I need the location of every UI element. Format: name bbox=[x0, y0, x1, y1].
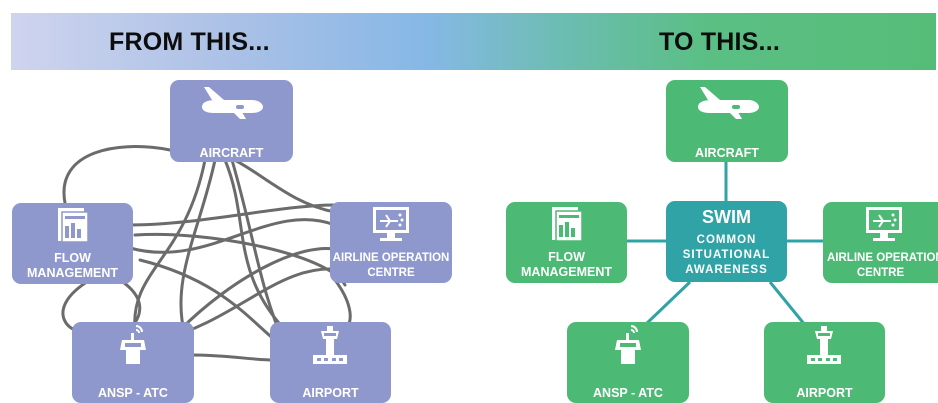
document-chart-icon bbox=[58, 208, 89, 243]
left-aoc-label-2: CENTRE bbox=[367, 267, 415, 279]
tangle-line bbox=[178, 247, 342, 332]
tangle-line bbox=[179, 158, 217, 337]
swim-node: SWIM COMMON SITUATIONAL AWARENESS bbox=[666, 201, 787, 282]
document-chart-icon bbox=[552, 207, 583, 242]
tangle-line bbox=[128, 218, 337, 254]
tangle-line bbox=[62, 145, 172, 205]
right-airport-node: AIRPORT bbox=[764, 322, 885, 403]
right-title: TO THIS... bbox=[659, 28, 780, 56]
right-aoc-label-2: CENTRE bbox=[856, 267, 905, 279]
left-ansp-node: ANSP - ATC bbox=[72, 322, 194, 403]
left-flow-label-2: MANAGEMENT bbox=[27, 266, 118, 280]
tangle-line bbox=[128, 203, 337, 227]
airplane-icon bbox=[202, 87, 263, 119]
tangle-line bbox=[188, 353, 277, 362]
right-aoc-label-1: AIRLINE OPERATION bbox=[827, 252, 938, 264]
left-airport-node: AIRPORT bbox=[270, 322, 391, 403]
control-tower-radar-icon bbox=[615, 325, 641, 364]
right-airport-label: AIRPORT bbox=[796, 386, 853, 400]
left-aircraft-node: AIRCRAFT bbox=[170, 80, 293, 162]
hub-line-ansp bbox=[643, 280, 692, 327]
left-airport-label: AIRPORT bbox=[302, 386, 359, 400]
swim-line-1: COMMON bbox=[696, 234, 757, 246]
right-flow-label-2: MANAGEMENT bbox=[521, 265, 612, 279]
airplane-icon bbox=[698, 87, 759, 119]
swim-line-2: SITUATIONAL bbox=[682, 249, 771, 261]
left-flow-label-1: FLOW bbox=[54, 251, 91, 265]
left-aoc-label-1: AIRLINE OPERATION bbox=[332, 252, 450, 264]
left-ansp-label: ANSP - ATC bbox=[98, 386, 168, 400]
airport-tower-icon bbox=[313, 326, 347, 364]
left-aircraft-label: AIRCRAFT bbox=[199, 146, 264, 160]
tangle-line bbox=[138, 258, 277, 342]
right-aircraft-label: AIRCRAFT bbox=[695, 146, 759, 160]
monitor-icon bbox=[373, 207, 409, 241]
monitor-icon bbox=[866, 207, 902, 241]
right-aircraft-node: AIRCRAFT bbox=[666, 80, 788, 162]
header-banner bbox=[11, 13, 936, 70]
right-ansp-label: ANSP - ATC bbox=[593, 386, 663, 400]
tangle-line bbox=[133, 158, 207, 332]
airport-tower-icon bbox=[807, 326, 841, 364]
left-aoc-node: AIRLINE OPERATION CENTRE bbox=[330, 202, 452, 283]
left-flow-node: FLOW MANAGEMENT bbox=[12, 203, 133, 284]
left-title: FROM THIS... bbox=[109, 28, 270, 56]
swim-title: SWIM bbox=[702, 207, 751, 227]
tangle-line bbox=[133, 232, 347, 287]
right-aoc-node: AIRLINE OPERATION CENTRE bbox=[823, 202, 938, 283]
swim-line-3: AWARENESS bbox=[685, 264, 768, 276]
right-flow-label-1: FLOW bbox=[548, 250, 585, 264]
right-flow-node: FLOW MANAGEMENT bbox=[506, 202, 627, 283]
control-tower-radar-icon bbox=[120, 325, 146, 364]
hub-line-airport bbox=[768, 281, 807, 326]
tangle-line bbox=[223, 158, 287, 332]
right-ansp-node: ANSP - ATC bbox=[567, 322, 689, 403]
